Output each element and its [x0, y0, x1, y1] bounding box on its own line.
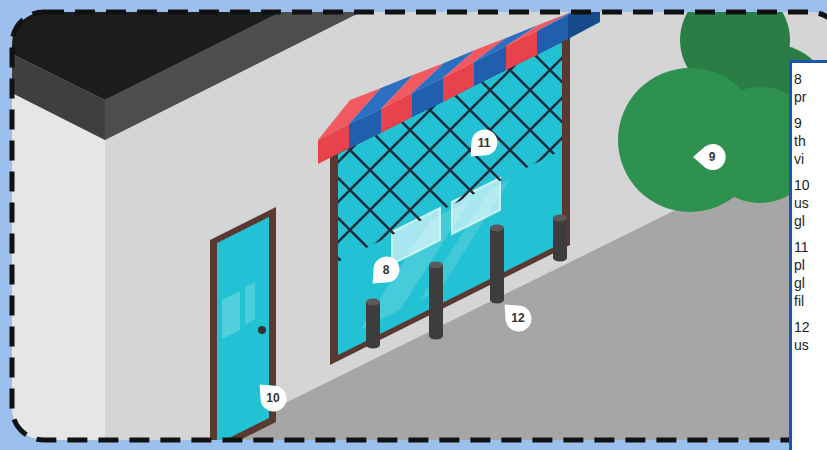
bollard-base [366, 342, 380, 349]
door-knob [258, 326, 266, 334]
awning-lip [349, 109, 381, 148]
roof-top [12, 12, 305, 100]
side-wall [12, 87, 105, 440]
bollard-top [553, 215, 567, 222]
door-glass [217, 217, 269, 440]
callout-number: 11 [471, 135, 497, 151]
glass-reflection [245, 282, 255, 325]
callout-pin [363, 251, 404, 292]
dashed-frame [12, 12, 827, 440]
window-grille [12, 12, 827, 440]
awning-lip [412, 78, 443, 117]
text-panel: 8 pr 9 th vi 10 us gl 11 pl gl fil 12 us [789, 60, 827, 450]
bollard-top [366, 299, 380, 306]
awning [318, 12, 600, 164]
awning-lip [474, 46, 506, 86]
awning-lip [537, 15, 568, 55]
awning-side [568, 12, 600, 39]
panel-text: 9 th vi [794, 114, 814, 168]
bollard-base [429, 333, 443, 340]
panel-text: 12 us [794, 318, 814, 354]
panel-text: 8 pr [794, 70, 814, 106]
callout-pin [693, 144, 726, 170]
callout-pins [250, 124, 725, 417]
bollard [429, 265, 443, 336]
callout-pin [495, 295, 536, 336]
callout-pin [250, 375, 291, 416]
glass-reflection [222, 291, 240, 339]
awning-lip [506, 31, 537, 70]
callout-number: 10 [260, 390, 286, 406]
bollard-base [553, 255, 567, 262]
callout-number: 8 [373, 262, 399, 278]
bollard [553, 218, 567, 258]
window-frame [330, 30, 570, 365]
bollard-base [490, 297, 504, 304]
bollard-top [429, 262, 443, 269]
bollard [490, 228, 504, 300]
bollard-top [490, 225, 504, 232]
callout-number: 12 [505, 310, 531, 326]
callout-pin [461, 124, 502, 165]
awning-lip [443, 62, 474, 102]
awning-lip [318, 124, 349, 164]
awning-lip [381, 93, 412, 133]
bollards [366, 215, 567, 349]
panel-text: 11 pl gl fil [794, 238, 814, 310]
bollard [366, 302, 380, 345]
callout-number: 9 [699, 149, 725, 165]
panel-text: 10 us gl [794, 176, 814, 230]
